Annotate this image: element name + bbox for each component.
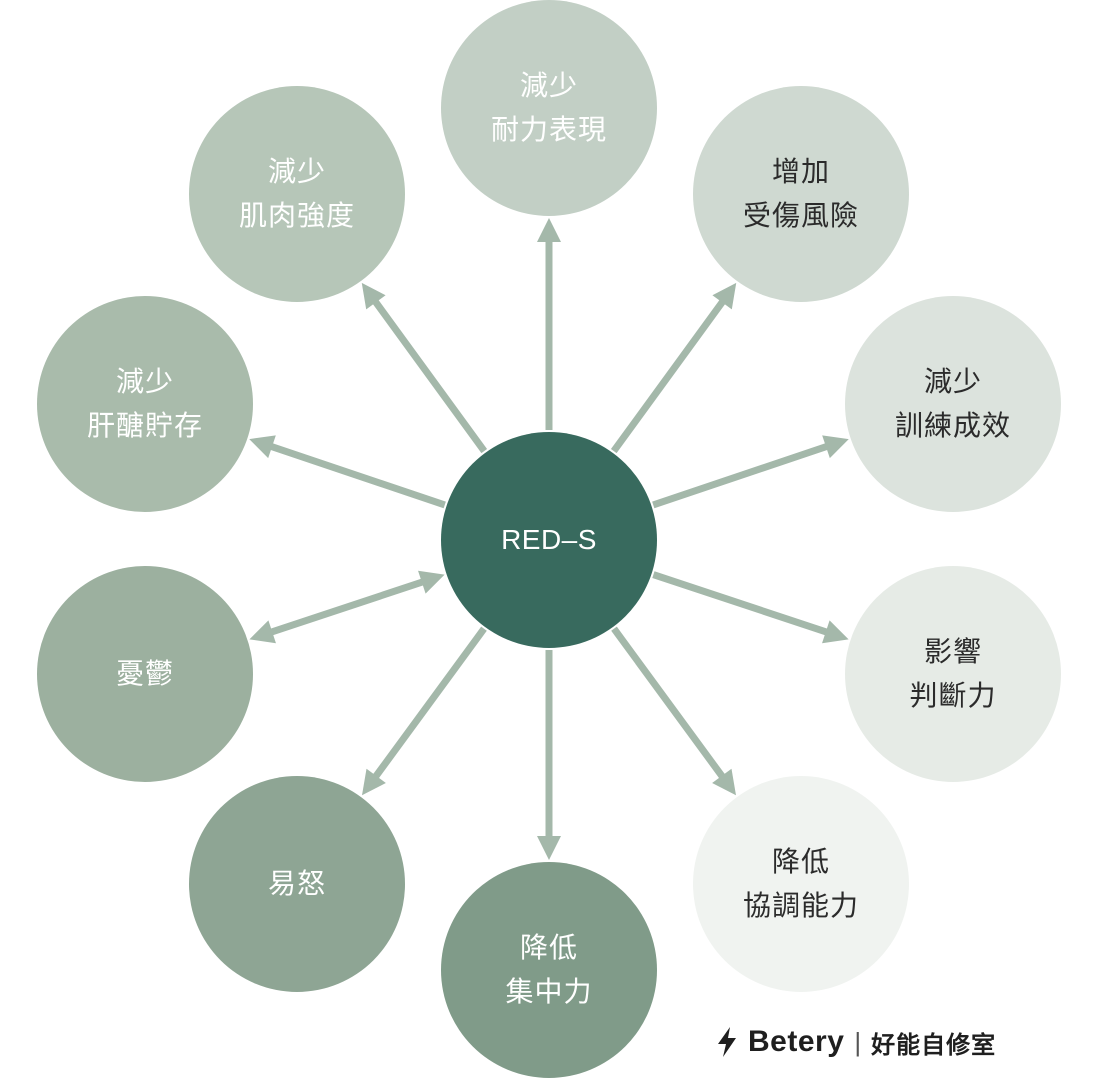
node-label-line: 耐力表現: [490, 113, 607, 146]
node-concentration: 降低集中力: [441, 862, 657, 1078]
node-label-line: 影響: [923, 635, 982, 668]
arrow-judgement: [652, 571, 849, 644]
node-glycogen: 減少肝醣貯存: [37, 296, 253, 512]
node-depression: 憂鬱: [37, 566, 253, 782]
node-strength: 減少肌肉強度: [189, 86, 405, 302]
node-injury: 增加受傷風險: [693, 86, 909, 302]
arrow-irritability: [362, 626, 487, 796]
node-label-line: 降低: [519, 931, 578, 964]
node-endurance: 減少耐力表現: [441, 0, 657, 216]
arrow-strength: [361, 282, 488, 454]
node-label-line: 減少: [267, 155, 326, 188]
brand-subtitle: 好能自修室: [871, 1030, 997, 1059]
node-label-line: 受傷風險: [742, 199, 859, 232]
arrow-glycogen: [249, 435, 446, 509]
node-training: 減少訓練成效: [845, 296, 1061, 512]
node-label-line: 肝醣貯存: [86, 409, 203, 442]
node-label-line: 降低: [771, 845, 830, 878]
node-label-line: 增加: [771, 155, 830, 188]
arrow-training: [652, 435, 849, 509]
brand-separator: |: [854, 1026, 862, 1057]
node-label-line: 集中力: [505, 975, 593, 1008]
lightning-bolt-icon: [718, 1027, 736, 1057]
arrow-depression: [249, 570, 445, 644]
node-label-line: 肌肉強度: [238, 199, 355, 232]
node-coordination: 降低協調能力: [693, 776, 909, 992]
center-node-red-s: RED–S: [441, 432, 657, 648]
node-label-line: 減少: [115, 365, 174, 398]
node-label-line: 易怒: [267, 867, 326, 900]
node-label-line: 判斷力: [909, 679, 997, 712]
arrow-endurance: [537, 218, 561, 430]
node-irritability: 易怒: [189, 776, 405, 992]
node-label-line: 憂鬱: [115, 657, 174, 690]
node-label-line: 減少: [923, 365, 982, 398]
brand-footer: Betery | 好能自修室: [716, 1020, 996, 1064]
node-label-line: 減少: [519, 69, 578, 102]
arrow-concentration: [537, 650, 561, 860]
node-judgement: 影響判斷力: [845, 566, 1061, 782]
node-label-line: 協調能力: [742, 889, 859, 922]
center-label: RED–S: [501, 524, 597, 555]
brand-name: Betery: [748, 1025, 845, 1058]
arrow-injury: [610, 282, 737, 454]
node-label-line: 訓練成效: [894, 409, 1011, 442]
arrow-coordination: [611, 626, 736, 796]
